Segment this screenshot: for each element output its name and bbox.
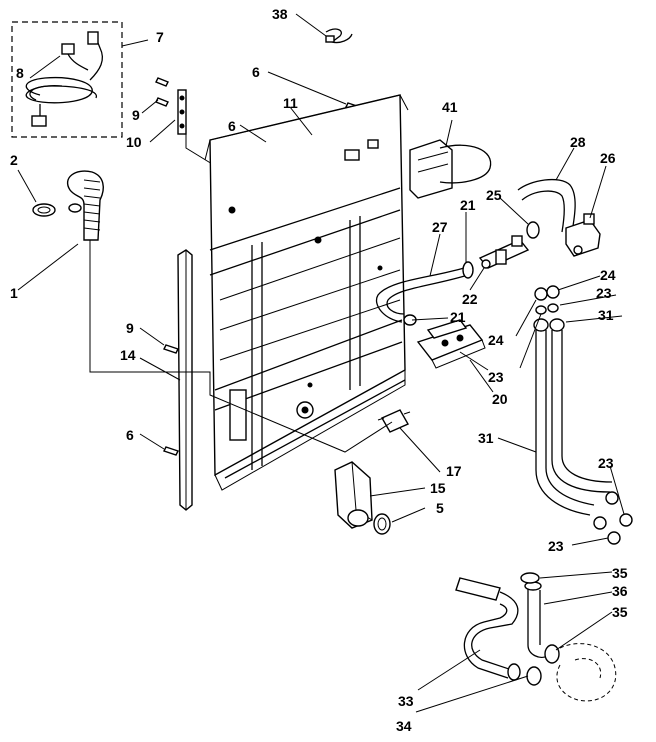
label-24a: 24: [600, 267, 616, 283]
label-23a: 23: [596, 285, 612, 301]
label-38: 38: [272, 6, 288, 22]
label-26: 26: [600, 150, 616, 166]
part-7-cord-kit: [11, 21, 123, 138]
label-31b: 31: [478, 430, 494, 446]
label-23b: 23: [488, 369, 504, 385]
part-41-bracket: [409, 139, 492, 199]
part-26-water-valve: [565, 213, 601, 257]
label-5: 5: [436, 500, 444, 516]
part-25-clamp: [526, 221, 540, 239]
label-9a: 9: [132, 107, 140, 123]
label-6c: 6: [126, 427, 134, 443]
label-15: 15: [430, 480, 446, 496]
leader-lines: [17, 13, 625, 713]
part-33-drain-hose: [455, 577, 521, 681]
label-10: 10: [126, 134, 142, 150]
label-21a: 21: [460, 197, 476, 213]
label-11: 11: [283, 95, 298, 111]
label-41: 41: [442, 99, 458, 115]
label-36: 36: [612, 583, 628, 599]
part-20-inlet: [416, 319, 486, 369]
part-5-clamp: [373, 513, 391, 535]
label-2: 2: [10, 152, 18, 168]
label-7: 7: [156, 29, 164, 45]
part-11-rear-panel: [204, 94, 409, 491]
part-35-clamp: [520, 572, 560, 664]
label-35b: 35: [612, 604, 628, 620]
part-17-connector: [377, 409, 411, 433]
label-6a: 6: [252, 64, 260, 80]
label-20: 20: [492, 391, 508, 407]
part-27-hose: [375, 267, 469, 323]
part-36-hose: [524, 581, 549, 659]
callout-labels: 1 2 5 6 6 6 7 8 9 9 10 11 14 15 17 20 21…: [10, 6, 628, 734]
part-22-valve: [478, 235, 530, 269]
label-14: 14: [120, 347, 136, 363]
label-8: 8: [16, 65, 24, 81]
part-31-fill-hoses: [533, 318, 613, 516]
part-9-screw-top: [155, 77, 169, 107]
label-22: 22: [462, 291, 478, 307]
label-21b: 21: [450, 309, 466, 325]
label-24b: 24: [488, 332, 504, 348]
label-35a: 35: [612, 565, 628, 581]
label-25: 25: [486, 187, 502, 203]
label-23c: 23: [598, 455, 614, 471]
part-15-pump: [334, 461, 373, 529]
label-28: 28: [570, 134, 586, 150]
part-28-hose: [517, 178, 576, 233]
label-1: 1: [10, 285, 18, 301]
part-24-washer: [534, 285, 560, 301]
tub-outlet-dashed: [556, 643, 617, 702]
label-23d: 23: [548, 538, 564, 554]
label-27: 27: [432, 219, 448, 235]
label-9b: 9: [126, 320, 134, 336]
part-14-side-rail: [177, 249, 193, 511]
part-2-clamp: [32, 203, 56, 217]
label-6b: 6: [228, 118, 236, 134]
part-38-hook: [325, 28, 353, 44]
label-34: 34: [396, 718, 412, 734]
part-1-drain-hose: [66, 170, 104, 241]
label-31a: 31: [598, 307, 614, 323]
label-33: 33: [398, 693, 414, 709]
part-34-clamp: [526, 666, 542, 686]
label-17: 17: [446, 463, 462, 479]
part-23-washer: [535, 303, 633, 545]
